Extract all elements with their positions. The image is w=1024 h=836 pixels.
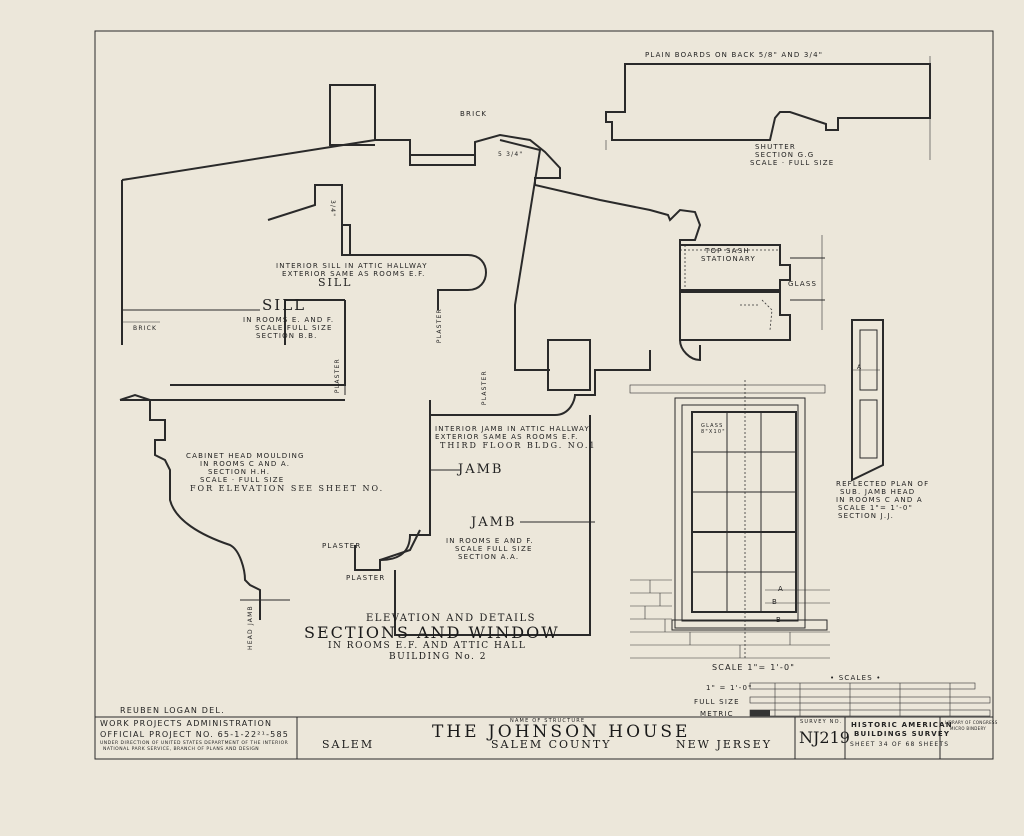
shutter-section xyxy=(605,63,931,141)
cabinet-label-4: SCALE · FULL SIZE xyxy=(200,476,285,484)
reflected-label-2: SUB. JAMB HEAD xyxy=(840,488,916,496)
jamb-lower-label: JAMB xyxy=(471,515,517,530)
sheet-border xyxy=(94,30,994,760)
sill-rooms-label: IN ROOMS E. AND F. xyxy=(243,316,335,324)
library-note-2: MICRO BINDERY xyxy=(950,726,987,731)
plaster-label-5: PLASTER xyxy=(346,574,386,582)
plaster-label-1: PLASTER xyxy=(435,308,443,344)
shutter-section-label: SECTION G.G xyxy=(755,151,815,159)
section-b-letter-2: B xyxy=(776,616,783,624)
sheet-count: SHEET 34 OF 68 SHEETS xyxy=(850,741,950,748)
habs-line-1: HISTORIC AMERICAN xyxy=(851,721,953,729)
section-a-letter-reflected: A xyxy=(857,364,863,371)
sill-scale-label: SCALE FULL SIZE xyxy=(255,324,333,332)
cabinet-label-2: IN ROOMS C AND A. xyxy=(200,460,291,468)
survey-caption: SURVEY No. xyxy=(800,719,843,725)
county-label: SALEM COUNTY xyxy=(491,738,612,751)
attic-jamb-label-3: THIRD FLOOR BLDG. No.1 xyxy=(440,441,597,450)
reflected-label-1: REFLECTED PLAN OF xyxy=(836,480,930,488)
drawing-title-1: ELEVATION AND DETAILS xyxy=(366,613,536,624)
agency-line-3: UNDER DIRECTION OF UNITED STATES DEPARTM… xyxy=(100,741,289,746)
dim-534-label: 5 3/4" xyxy=(498,151,524,158)
reflected-label-5: SECTION J.J. xyxy=(838,512,895,520)
city-label: SALEM xyxy=(322,738,375,751)
window-scale-label: SCALE 1"= 1'-0" xyxy=(712,663,796,672)
jamb-scale-label: SCALE FULL SIZE xyxy=(455,545,533,553)
top-sash-section xyxy=(679,244,791,291)
attic-jamb-label-2: EXTERIOR SAME AS ROOMS E.F. xyxy=(435,433,579,441)
survey-number: NJ219 xyxy=(799,728,850,747)
sill-big-label: SILL xyxy=(262,296,307,314)
sill-section-label: SECTION B.B. xyxy=(256,332,318,340)
shutter-scale-label: SCALE · FULL SIZE xyxy=(750,159,835,167)
drawing-title-4: BUILDING No. 2 xyxy=(389,652,488,662)
cabinet-label-3: SECTION H.H. xyxy=(208,468,271,476)
plain-boards-label: PLAIN BOARDS ON BACK 5/8" AND 3/4" xyxy=(645,51,824,59)
glass-pane-label: GLASS 8"x10" xyxy=(701,423,726,435)
window-elevation xyxy=(629,380,830,660)
scales-title: • SCALES • xyxy=(830,674,882,682)
plaster-label-2: PLASTER xyxy=(333,358,341,394)
attic-jamb-label-1: INTERIOR JAMB IN ATTIC HALLWAY xyxy=(435,425,590,433)
jamb-rooms-label: IN ROOMS E AND F. xyxy=(446,537,534,545)
glass-mid-label: GLASS xyxy=(788,280,818,288)
top-sash-label: TOP SASH xyxy=(705,247,750,255)
jamb-section-label: SECTION A.A. xyxy=(458,553,520,561)
structure-caption: NAME OF STRUCTURE xyxy=(510,718,586,724)
cabinet-moulding xyxy=(119,393,261,620)
delineator: REUBEN LOGAN DEL. xyxy=(120,706,225,715)
attic-sill-section xyxy=(267,184,487,310)
structure-name: THE JOHNSON HOUSE xyxy=(432,722,691,742)
sill-small-label: SILL xyxy=(318,276,353,289)
brick-left-label: BRICK xyxy=(133,325,158,332)
attic-sill-label-2: EXTERIOR SAME AS ROOMS E.F. xyxy=(282,270,426,278)
reflected-label-3: IN ROOMS C AND A xyxy=(836,496,923,504)
head-jamb-label: HEAD JAMB xyxy=(246,605,254,650)
jamb-upper-label: JAMB xyxy=(458,462,504,477)
stationary-label: STATIONARY xyxy=(701,255,756,263)
cabinet-label-5: FOR ELEVATION SEE SHEET No. xyxy=(190,484,385,493)
section-a-letter: A xyxy=(778,585,784,593)
attic-sill-label-1: INTERIOR SILL IN ATTIC HALLWAY xyxy=(276,262,428,270)
agency-line-4: NATIONAL PARK SERVICE, BRANCH OF PLANS A… xyxy=(103,747,260,752)
plaster-label-3: PLASTER xyxy=(480,370,488,406)
sill-section xyxy=(121,84,702,345)
plaster-label-4: PLASTER xyxy=(322,542,362,550)
reflected-label-4: SCALE 1"= 1'-0" xyxy=(838,504,914,512)
habs-line-2: BUILDINGS SURVEY xyxy=(854,730,951,738)
brick-top-label: BRICK xyxy=(460,110,488,118)
scale-row-1: 1" = 1'-0" xyxy=(706,684,753,692)
scale-row-2: FULL SIZE xyxy=(694,698,740,706)
agency-line-1: WORK PROJECTS ADMINISTRATION xyxy=(100,719,273,728)
drawing-title-2: SECTIONS AND WINDOW xyxy=(304,623,560,642)
scale-bars xyxy=(749,682,991,717)
library-note-1: LIBRARY OF CONGRESS xyxy=(945,720,998,725)
scale-row-3: METRIC xyxy=(700,710,734,718)
section-b-letter: B xyxy=(772,598,779,606)
reflected-plan xyxy=(851,319,884,482)
drawing-title-3: IN ROOMS E.F. AND ATTIC HALL xyxy=(328,641,527,651)
jamb-section xyxy=(354,350,651,636)
agency-line-2: OFFICIAL PROJECT No. 65-1-22²¹-585 xyxy=(100,730,290,739)
shutter-label: SHUTTER xyxy=(755,143,796,151)
dim-small-label: 3/4" xyxy=(329,199,337,218)
state-label: NEW JERSEY xyxy=(676,738,773,751)
cabinet-label-1: CABINET HEAD MOULDING xyxy=(186,452,305,460)
